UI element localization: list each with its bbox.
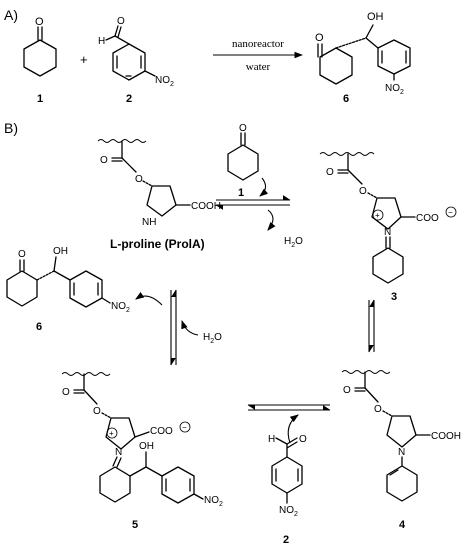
panel-a: A) O 1 + H O NO2 2 (4, 7, 411, 105)
cycle-aldehyde-h: H (268, 434, 275, 445)
cycle-product-o: O (18, 249, 26, 260)
cooh-label-4: COOH (431, 431, 461, 442)
coo-label-3: COO (416, 213, 439, 224)
iminium-plus: + (375, 211, 380, 220)
cooh-label: COOH (191, 201, 221, 212)
prola-catalyst: O O NH COOH L-proline (ProlA) (97, 139, 221, 251)
panel-a-label: A) (4, 7, 18, 23)
reactant-2-nitrobenzaldehyde: H O NO2 2 (98, 16, 174, 105)
minus-3: − (448, 208, 453, 217)
cycle-compound-2-label: 2 (283, 534, 289, 546)
compound-4-label: 4 (399, 519, 406, 531)
aldehyde-o-label: O (117, 16, 125, 27)
compound-5-label: 5 (132, 519, 138, 531)
water-in-label: H2O (203, 332, 222, 345)
aldehyde-h-label: H (98, 36, 105, 47)
iminium-ester-o: O (326, 167, 334, 178)
equilibrium-4-5 (247, 404, 331, 444)
panel-b: B) O O NH COOH L-proline (ProlA) O 1 (4, 120, 461, 546)
cycle-compound-1-label: 1 (238, 187, 244, 199)
enamine-n: N (398, 447, 405, 458)
equilibrium-3-4 (368, 299, 375, 353)
compound-1-label: 1 (37, 93, 43, 105)
arrow-condition-bottom: water (246, 61, 271, 73)
oxygen-label: O (35, 16, 44, 28)
cycle-nitro-2: NO2 (279, 505, 298, 518)
hydroxyl-label: OH (367, 11, 384, 23)
ester-o-label: O (100, 155, 108, 166)
cycle-product-oh: OH (53, 246, 68, 257)
cycle-product-nitro: NO2 (111, 301, 130, 314)
adduct-oh: OH (139, 441, 154, 452)
enamine-ester-o: O (343, 385, 351, 396)
arrow-condition-top: nanoreactor (232, 38, 284, 50)
cycle-cyclohexanone-1: O 1 (227, 123, 269, 199)
coo-label-5: COO (150, 426, 173, 437)
cycle-ketone-o-label: O (239, 123, 247, 134)
iminium-3: O O + N COO − 3 (319, 152, 457, 303)
enamine-4: O O N COOH 4 (341, 370, 461, 531)
compound-2-label: 2 (126, 93, 132, 105)
adduct-n: N (115, 447, 122, 458)
equilibrium-5-prola: H2O (135, 289, 222, 366)
panel-b-label: B) (4, 120, 18, 136)
nitro-label: NO2 (155, 75, 174, 88)
cycle-product-6: O OH NO2 6 (6, 246, 130, 333)
adduct-plus: + (109, 429, 114, 438)
plus-sign: + (80, 52, 88, 67)
product-6-aldol: O OH NO2 6 (315, 11, 411, 105)
iminium-n: N (384, 227, 391, 238)
nitro-label-6a: NO2 (385, 83, 404, 96)
compound-6-label: 6 (343, 93, 349, 105)
ketone-o-label: O (315, 32, 324, 44)
equilibrium-prola-3: H2O (215, 195, 303, 249)
reactant-1-cyclohexanone: O 1 (23, 16, 57, 105)
cycle-aldehyde-o: O (299, 434, 307, 445)
adduct-ester-o: O (62, 387, 70, 398)
cycle-compound-6-label: 6 (36, 321, 42, 333)
water-out-label: H2O (284, 236, 303, 249)
minus-5: − (182, 423, 187, 432)
cycle-nitrobenzaldehyde-2: H O NO2 2 (268, 434, 307, 546)
adduct-5: O O + N COO − OH NO2 5 (61, 372, 223, 531)
iminium-ester-o2: O (359, 186, 367, 197)
catalyst-name-label: L-proline (ProlA) (110, 237, 205, 251)
adduct-nitro: NO2 (204, 495, 223, 508)
enamine-ester-o2: O (374, 404, 382, 415)
adduct-ester-o2: O (93, 406, 101, 417)
compound-3-label: 3 (391, 291, 397, 303)
nh-label: NH (142, 217, 156, 228)
ester-o2-label: O (135, 174, 143, 185)
reaction-arrow-a: nanoreactor water (213, 38, 304, 73)
